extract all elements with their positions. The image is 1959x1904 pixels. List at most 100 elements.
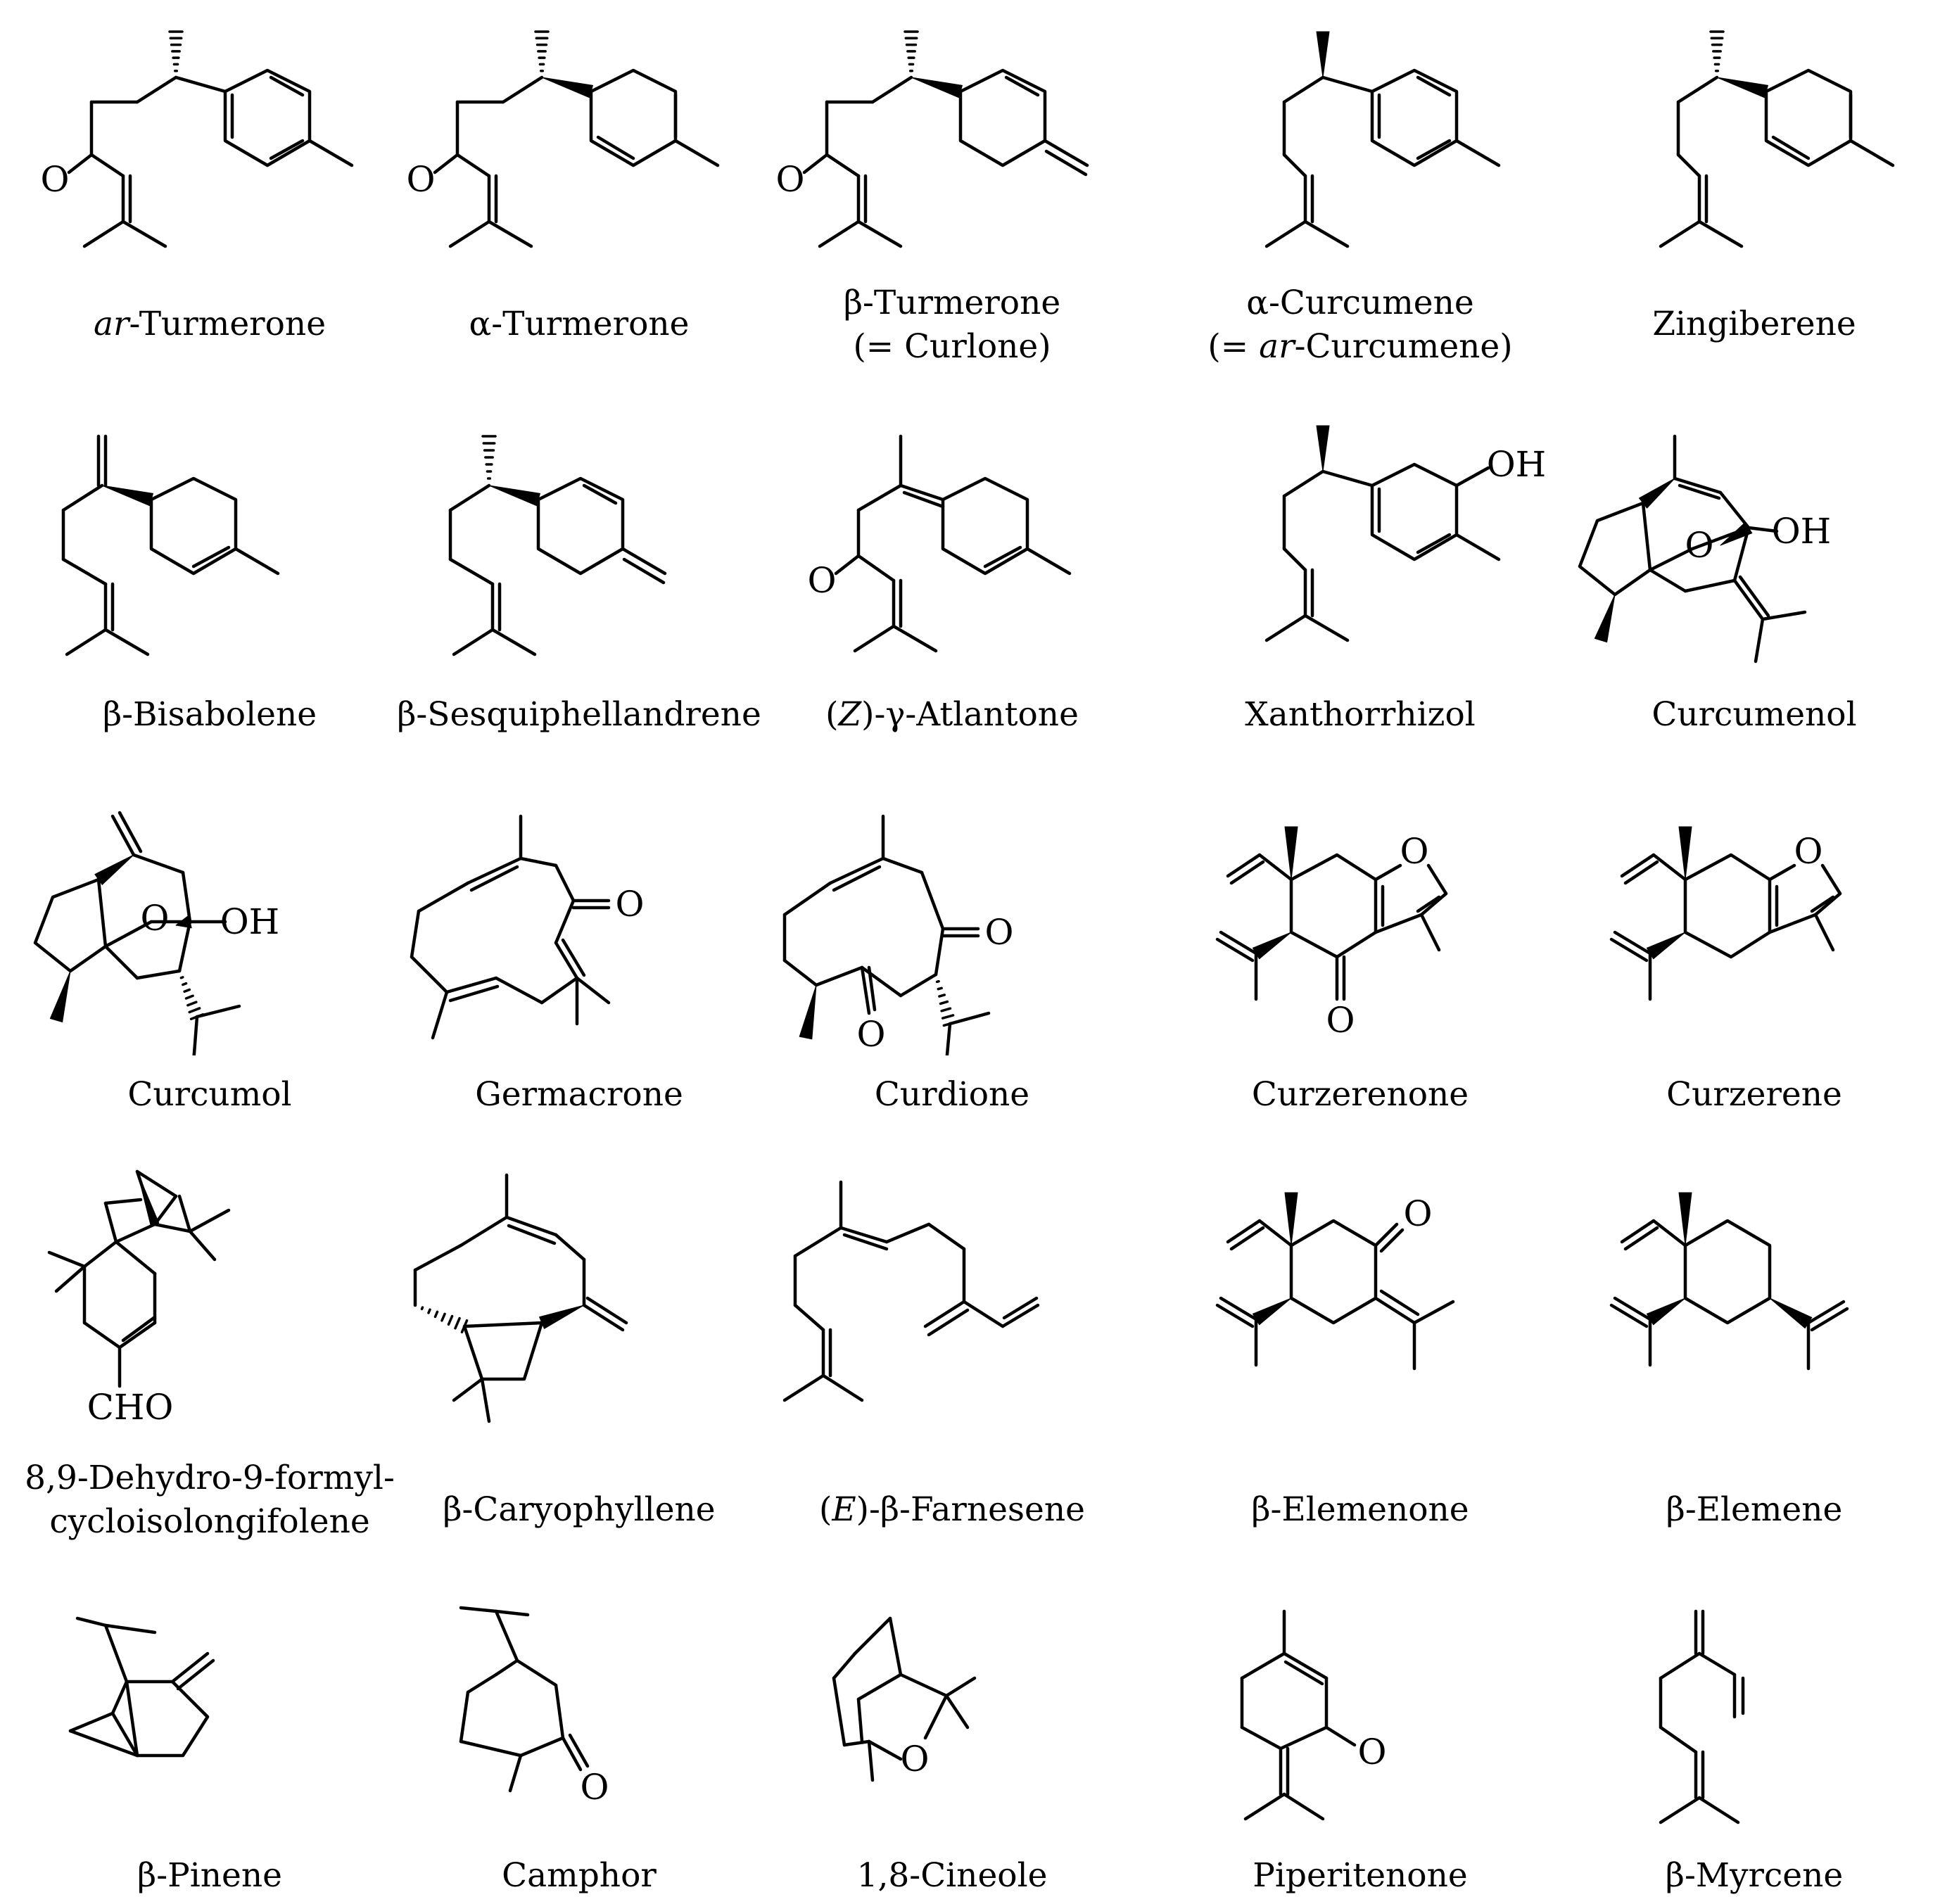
atom-label: O — [407, 159, 436, 200]
compound-cineole: O 1,8-Cineole — [756, 0, 1148, 1904]
compound-name: α-Curcumene(= ar-Curcumene) — [1165, 281, 1556, 369]
name-part: cycloisolongifolene — [49, 1502, 370, 1541]
compound-name-line: 8,9-Dehydro-9-formyl- — [14, 1456, 405, 1500]
name-part: 8,9-Dehydro-9-formyl- — [25, 1459, 395, 1497]
structure-germacrone: O — [410, 814, 645, 1040]
structure-alpha-turmerone: O — [407, 30, 720, 248]
name-part: Curdione — [874, 1075, 1030, 1114]
compound-name: Curzerenone — [1165, 1073, 1556, 1117]
atom-label: O — [1794, 831, 1823, 872]
structure-e-beta-farnesene — [782, 1180, 1040, 1402]
name-part: β-Elemene — [1666, 1490, 1843, 1529]
structure-xanthorrhizol: OH — [1264, 425, 1547, 642]
name-part: β-Sesquiphellandrene — [397, 695, 761, 734]
compound-name: Piperitenone — [1165, 1854, 1556, 1898]
name-part: -Turmerone — [129, 305, 326, 343]
structure-beta-myrcene — [1659, 1609, 1745, 1824]
name-part: ar — [1259, 327, 1295, 366]
structure-beta-turmerone: O — [776, 30, 1089, 248]
atom-label: OH — [1487, 444, 1547, 485]
structure-beta-bisabolene — [61, 434, 280, 656]
compound-name-line: β-Pinene — [14, 1854, 405, 1898]
compound-name-line: α-Curcumene — [1165, 281, 1556, 325]
structure-piperitenone: O — [1240, 1609, 1387, 1821]
name-part: β-Caryophyllene — [443, 1490, 716, 1529]
name-part: Xanthorrhizol — [1245, 695, 1476, 734]
compound-beta-bisabolene: β-Bisabolene — [14, 0, 405, 1904]
compound-name-line: (Z)-γ-Atlantone — [756, 693, 1148, 737]
compound-name-line: β-Turmerone — [756, 281, 1148, 325]
compound-name: Germacrone — [383, 1073, 775, 1117]
compound-name: β-Turmerone(= Curlone) — [756, 281, 1148, 369]
compound-name-line: β-Bisabolene — [14, 693, 405, 737]
compound-beta-elemene: β-Elemene — [1559, 0, 1950, 1904]
compound-name: ar-Turmerone — [14, 303, 405, 346]
compound-name: β-Bisabolene — [14, 693, 405, 737]
name-part: 1,8-Cineole — [856, 1856, 1048, 1895]
compound-name-line: Germacrone — [383, 1073, 775, 1117]
atom-label: OH — [220, 901, 280, 942]
compound-name-line: (E)-β-Farnesene — [756, 1488, 1148, 1532]
atom-label: O — [1358, 1732, 1387, 1772]
compound-beta-caryophyllene: β-Caryophyllene — [383, 0, 775, 1904]
compound-name: Curdione — [756, 1073, 1148, 1117]
atom-label: O — [901, 1739, 930, 1779]
compound-name-line-2: (= Curlone) — [756, 325, 1148, 369]
name-part: β-Elemenone — [1251, 1490, 1469, 1529]
atom-label: O — [776, 159, 805, 200]
compound-name-line: β-Sesquiphellandrene — [383, 693, 775, 737]
compound-germacrone: O Germacrone — [383, 0, 775, 1904]
name-part: )-γ-Atlantone — [861, 695, 1079, 734]
name-part: -Curcumene) — [1294, 327, 1513, 366]
compound-name: β-Myrcene — [1559, 1854, 1950, 1898]
structure-curcumol: O OH — [33, 811, 280, 1055]
compound-name-line: Piperitenone — [1165, 1854, 1556, 1898]
compound-alpha-curcumene: α-Curcumene(= ar-Curcumene) — [1165, 0, 1556, 1904]
compound-name-line: α-Turmerone — [383, 303, 775, 346]
structure-alpha-curcumene — [1264, 31, 1501, 248]
name-part: )-β-Farnesene — [856, 1490, 1085, 1529]
structure-curdione: OO — [782, 814, 1014, 1055]
compound-name: β-Pinene — [14, 1854, 405, 1898]
compound-name-line-2: (= ar-Curcumene) — [1165, 325, 1556, 369]
compound-name: 1,8-Cineole — [756, 1854, 1148, 1898]
structure-curzerenone: OO — [1215, 826, 1448, 1041]
structure-cineole: O — [832, 1616, 977, 1782]
compound-name: (E)-β-Farnesene — [756, 1488, 1148, 1532]
atom-label: O — [616, 884, 645, 925]
name-part: Curzerene — [1666, 1075, 1842, 1114]
atom-label: O — [1400, 831, 1429, 872]
compound-name-line: β-Myrcene — [1559, 1854, 1950, 1898]
name-part: Z — [838, 695, 862, 734]
atom-label: O — [985, 912, 1014, 953]
compound-name-line: Curdione — [756, 1073, 1148, 1117]
name-part: β-Pinene — [137, 1856, 282, 1895]
structure-camphor: O — [459, 1606, 609, 1808]
compound-name-line: 1,8-Cineole — [756, 1854, 1148, 1898]
structure-ar-turmerone: O — [41, 30, 354, 248]
compound-name: Zingiberene — [1559, 303, 1950, 346]
compound-e-beta-farnesene: (E)-β-Farnesene — [756, 0, 1148, 1904]
structure-z-gamma-atlantone: O — [808, 434, 1072, 653]
compound-name-line: ar-Turmerone — [14, 303, 405, 346]
compound-name-line: β-Elemenone — [1165, 1488, 1556, 1532]
structure-beta-sesquiphellandrene — [448, 435, 667, 656]
name-part: β-Myrcene — [1665, 1856, 1844, 1895]
compound-name-line: Zingiberene — [1559, 303, 1950, 346]
compound-curzerene: O Curzerene — [1559, 0, 1950, 1904]
compound-name-line: β-Elemene — [1559, 1488, 1950, 1532]
name-part: α-Curcumene — [1246, 284, 1474, 322]
atom-label: O — [581, 1767, 609, 1808]
structure-curzerene: O — [1609, 826, 1842, 1001]
compound-name: Curcumenol — [1559, 693, 1950, 737]
atom-label: O — [141, 898, 170, 939]
structure-beta-caryophyllene — [413, 1173, 628, 1423]
name-part: (= Curlone) — [853, 327, 1051, 366]
compound-name: α-Turmerone — [383, 303, 775, 346]
compound-name: 8,9-Dehydro-9-formyl-cycloisolongifolene — [14, 1456, 405, 1544]
compound-name-line-2: cycloisolongifolene — [14, 1500, 405, 1544]
